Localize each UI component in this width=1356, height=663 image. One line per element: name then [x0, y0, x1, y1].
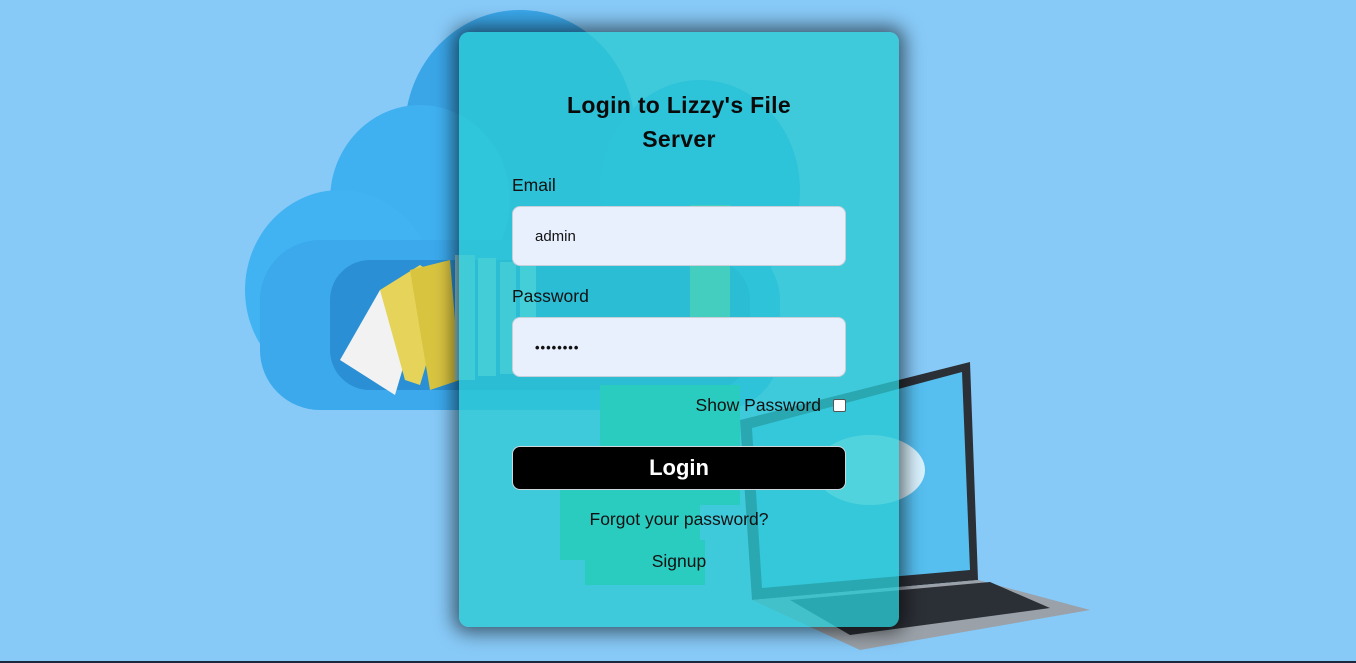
- login-card: Login to Lizzy's File Server Email admin…: [459, 32, 899, 627]
- email-label: Email: [512, 175, 556, 195]
- page-title: Login to Lizzy's File Server: [567, 92, 791, 152]
- login-button[interactable]: Login: [512, 446, 846, 490]
- forgot-password-link[interactable]: Forgot your password?: [589, 509, 769, 529]
- password-field[interactable]: ••••••••: [512, 317, 846, 377]
- email-field[interactable]: admin: [512, 206, 846, 266]
- email-value: admin: [535, 227, 576, 245]
- show-password-label: Show Password: [695, 395, 821, 415]
- bottom-border: [0, 661, 1356, 663]
- password-value: ••••••••: [535, 339, 580, 355]
- show-password-row: Show Password: [696, 395, 846, 416]
- password-label: Password: [512, 286, 589, 306]
- signup-link[interactable]: Signup: [651, 551, 707, 571]
- show-password-checkbox[interactable]: [833, 399, 846, 412]
